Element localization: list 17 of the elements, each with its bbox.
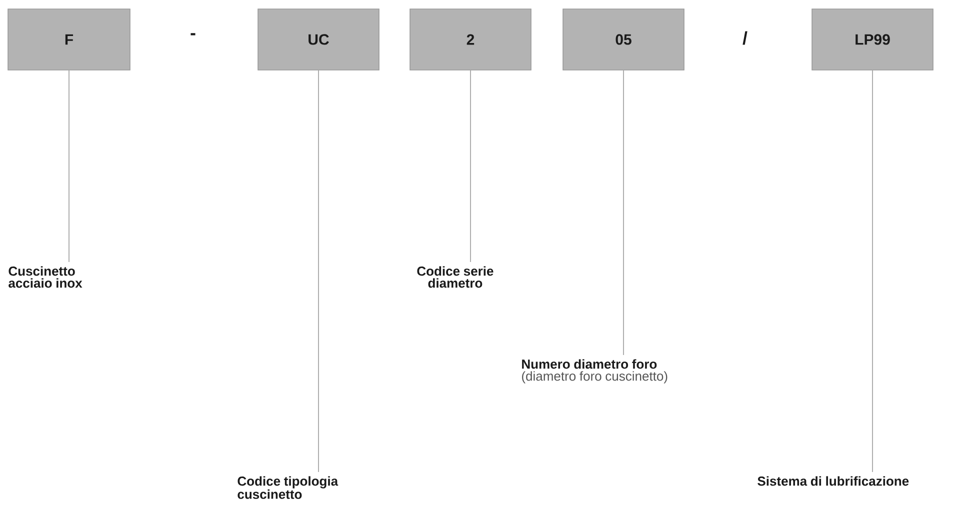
leader-line (68, 70, 70, 262)
separator-sign: / (742, 31, 748, 45)
description-text: Cuscinetto acciaio inox (8, 266, 82, 288)
description-text: Codice tipologia cuscinetto (238, 476, 338, 499)
code-box: UC (258, 8, 380, 70)
code-box: 2 (410, 8, 532, 70)
code-box: 05 (562, 8, 684, 70)
leader-line (872, 70, 873, 472)
description-text: Codice serie diametro (417, 266, 494, 288)
leader-line (318, 70, 319, 472)
code-box: LP99 (812, 8, 934, 70)
description-text: Sistema di lubrificazione (758, 476, 909, 486)
description-text: Numero diametro foro (diametro foro cuscinetto) (522, 359, 668, 384)
separator-sign: - (190, 33, 196, 36)
leader-line (623, 70, 624, 356)
leader-line (470, 70, 471, 262)
code-box: F (8, 8, 130, 70)
